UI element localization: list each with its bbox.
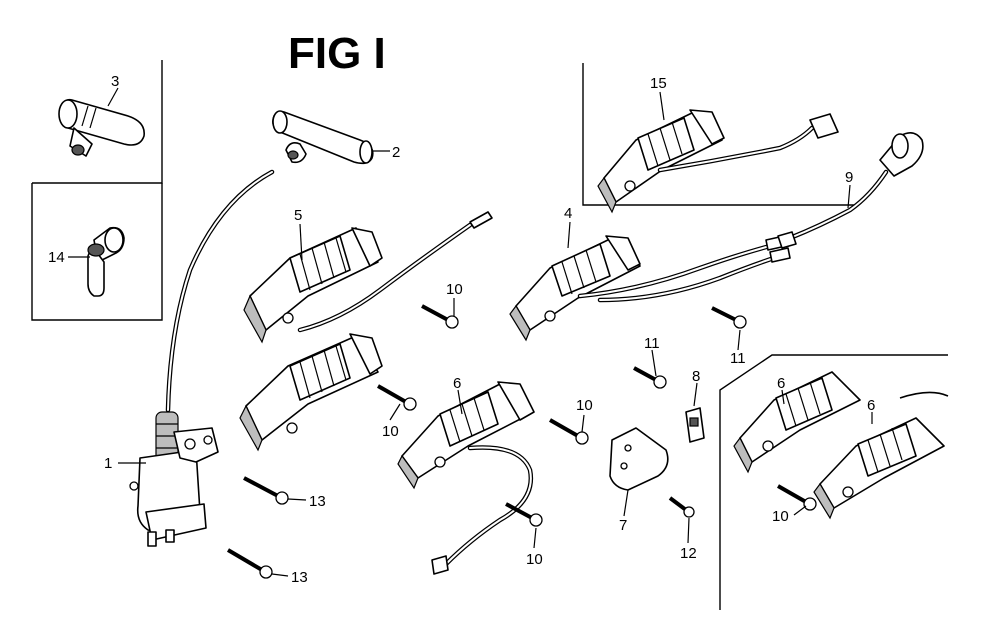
bolt-part-10-e xyxy=(777,484,817,511)
coil-part-6 xyxy=(397,381,535,575)
spark-plug-cap-part-3 xyxy=(58,98,145,157)
callout-6-inset-b: 6 xyxy=(867,397,875,414)
bracket-part-7 xyxy=(609,427,669,491)
callout-12: 12 xyxy=(680,545,697,562)
exciter-coil-part-4 xyxy=(509,235,641,342)
inset-frame-bottom-right xyxy=(719,354,948,610)
inset-frame-left xyxy=(31,60,163,321)
callout-2: 2 xyxy=(392,144,400,161)
bolt-part-11-b xyxy=(711,306,747,329)
callout-3: 3 xyxy=(111,73,119,90)
inset-frame-top-right xyxy=(582,63,857,206)
callout-11-b: 11 xyxy=(730,350,746,367)
bolt-part-10-b xyxy=(377,384,417,411)
callout-8: 8 xyxy=(692,368,700,385)
callout-13-b: 13 xyxy=(291,569,308,586)
coil-part-6-inset-a xyxy=(733,371,861,474)
bolt-part-10-d xyxy=(505,502,543,527)
callout-6-main: 6 xyxy=(453,375,461,392)
callout-10-d: 10 xyxy=(526,551,543,568)
leader-lines xyxy=(68,87,873,577)
callout-5: 5 xyxy=(294,207,302,224)
callout-10-e: 10 xyxy=(772,508,789,525)
callout-4: 4 xyxy=(564,205,572,222)
bolt-part-11-a xyxy=(633,366,667,389)
callout-6-inset-a: 6 xyxy=(777,375,785,392)
callout-15: 15 xyxy=(650,75,667,92)
coil-part-15 xyxy=(597,109,839,214)
coil-part-6-inset-b xyxy=(813,391,949,520)
callout-9: 9 xyxy=(845,169,853,186)
wire-terminal-part-5 xyxy=(469,211,493,229)
spark-plug-cap-part-14 xyxy=(87,226,125,297)
bolt-part-13-b xyxy=(226,548,273,579)
bolt-part-12 xyxy=(668,496,695,518)
callout-7: 7 xyxy=(619,517,627,534)
spark-plug-cap-part-2 xyxy=(272,110,374,165)
wire-harness-part-9 xyxy=(777,132,924,249)
callout-1: 1 xyxy=(104,455,112,472)
connector-part-8 xyxy=(685,407,705,443)
bolt-part-13-a xyxy=(243,476,289,505)
callout-14: 14 xyxy=(48,249,65,266)
callout-13-a: 13 xyxy=(309,493,326,510)
bolt-part-10-a xyxy=(421,304,459,329)
callout-10-c: 10 xyxy=(576,397,593,414)
coil-part-5-lower xyxy=(239,333,383,452)
coil-part-5-upper xyxy=(243,227,383,344)
callout-11-a: 11 xyxy=(644,335,660,352)
ignition-coil-part-1 xyxy=(129,411,219,547)
callout-10-a: 10 xyxy=(446,281,463,298)
figure-title: FIG I xyxy=(288,29,386,78)
callout-10-b: 10 xyxy=(382,423,399,440)
